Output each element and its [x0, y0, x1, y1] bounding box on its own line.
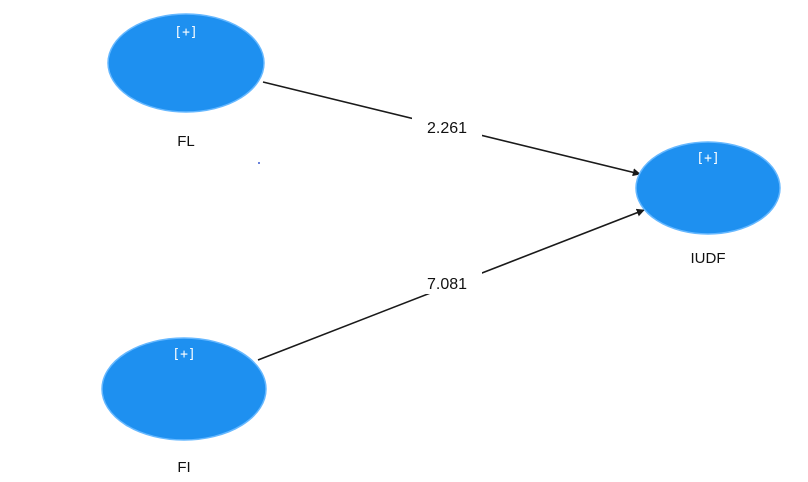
edge-fi-to-iudf-value: 7.081 [427, 276, 467, 293]
edge-fl-to-iudf-value: 2.261 [427, 120, 467, 137]
node-fi-ellipse[interactable] [101, 337, 267, 441]
edge-fl-to-iudf-label-bg [412, 114, 482, 138]
edge-fi-to-iudf: 7.081 [257, 208, 645, 361]
node-fi-expand-icon[interactable]: [+] [172, 347, 195, 362]
node-fl-expand-icon[interactable]: [+] [174, 25, 197, 40]
node-fi-label: FI [177, 459, 190, 476]
node-iudf[interactable]: [+] IUDF [635, 141, 781, 267]
edge-fl-to-iudf: 2.261 [262, 81, 641, 177]
node-fi[interactable]: [+] FI [101, 337, 267, 476]
node-iudf-label: IUDF [691, 250, 726, 267]
edge-fi-to-iudf-label-bg [412, 270, 482, 294]
node-iudf-ellipse[interactable] [635, 141, 781, 235]
node-fl[interactable]: [+] FL [107, 13, 265, 150]
node-fl-label: FL [177, 133, 195, 150]
stray-dot [258, 162, 260, 164]
node-fl-ellipse[interactable] [107, 13, 265, 113]
node-iudf-expand-icon[interactable]: [+] [696, 151, 719, 166]
